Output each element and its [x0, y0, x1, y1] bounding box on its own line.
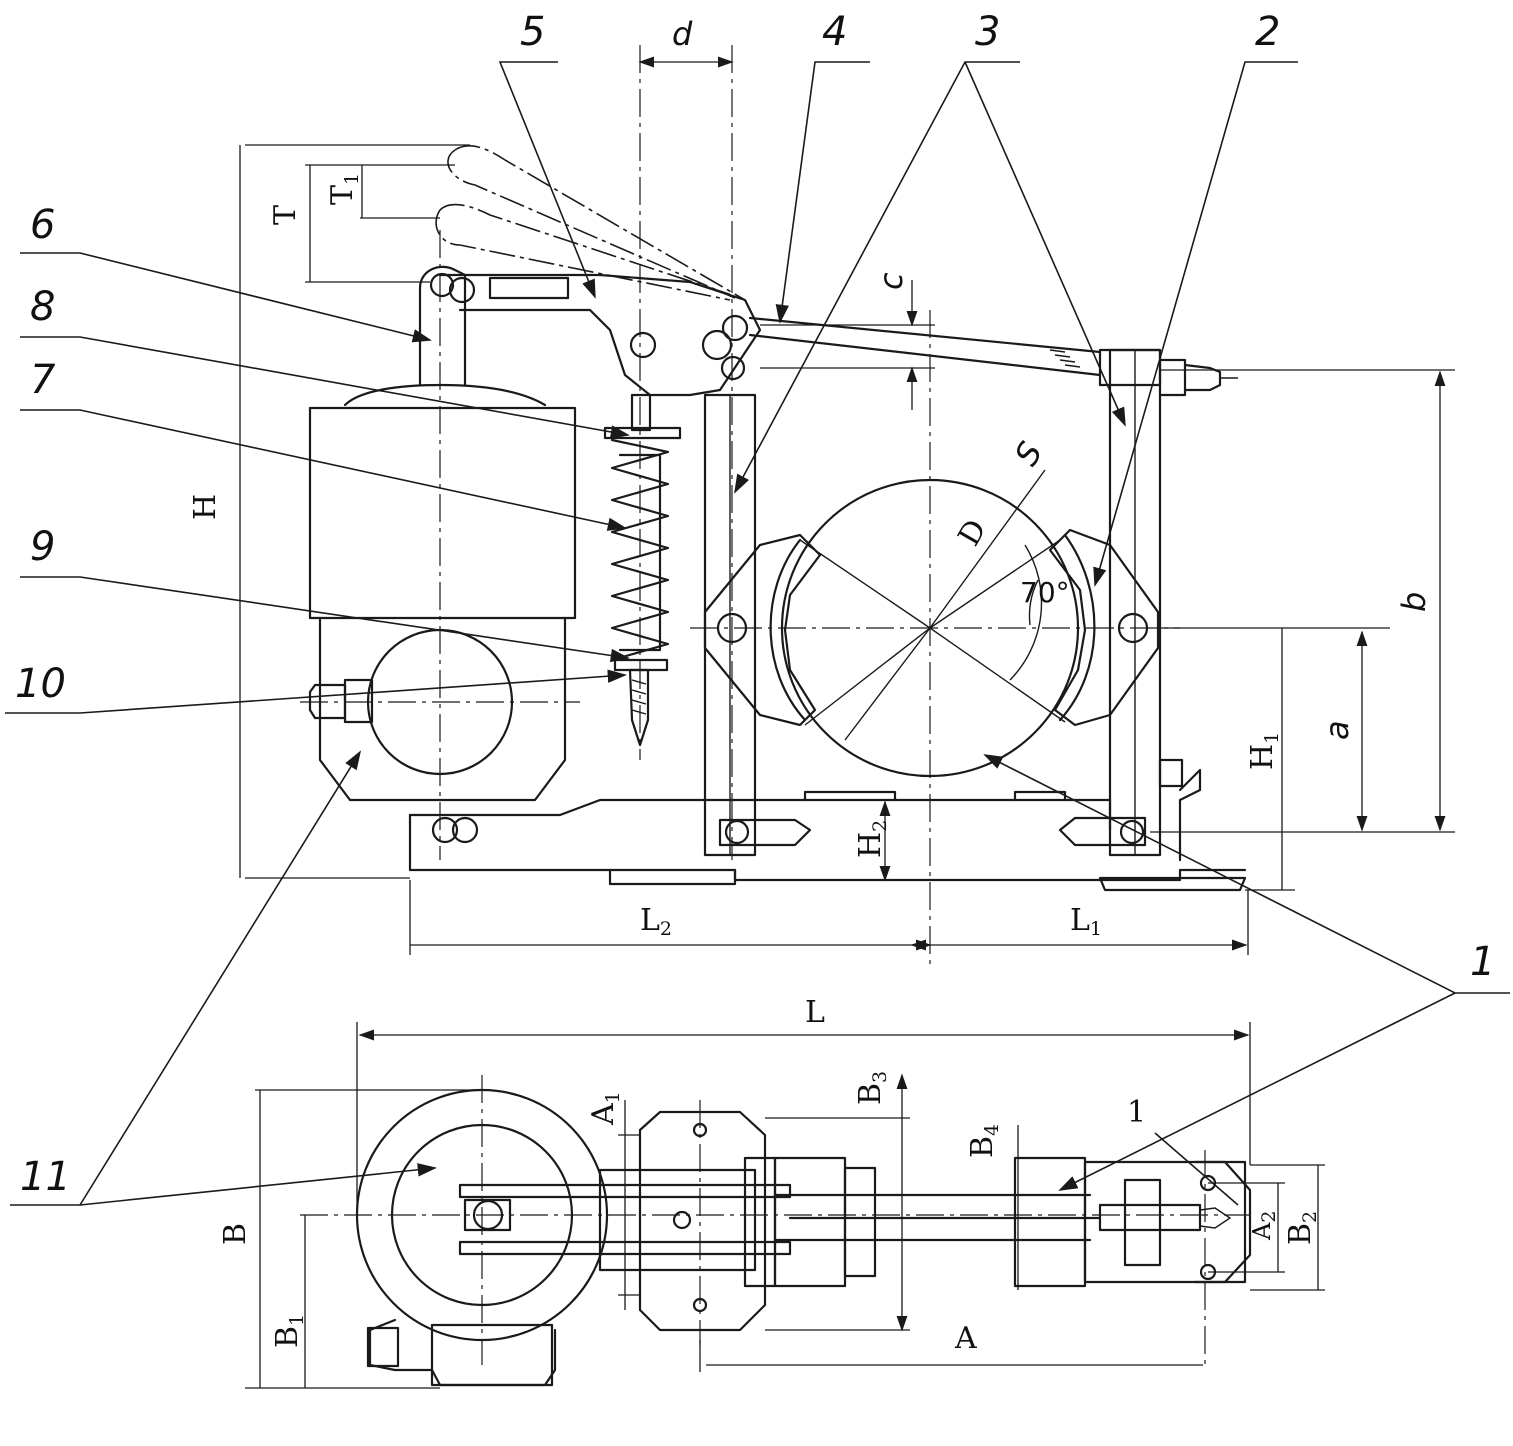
dim-L2-label: L2: [640, 903, 672, 940]
dimension-labels: d c T T1 H S D 70° b a H1 H2 L2 L1 L B B…: [188, 15, 1433, 1356]
callout-3: 3: [975, 9, 1000, 55]
leader-lines: [5, 61, 1510, 1206]
dim-a-label: a: [1318, 720, 1356, 740]
dim-H2: [875, 799, 910, 882]
callout-labels: 5 4 3 2 6 8 7 9 10 11 1 1: [15, 9, 1495, 1200]
thruster-rod: [418, 265, 476, 387]
dim-H-label: H: [188, 494, 223, 520]
callout-8: 8: [30, 284, 55, 330]
dim-A1-label: A1: [586, 1091, 624, 1126]
dim-B3-label: B3: [853, 1071, 891, 1105]
dim-d-label: d: [672, 15, 693, 53]
dim-L1-L2: [409, 880, 1249, 955]
top-center-lines: [300, 1075, 1250, 1370]
dim-B: [245, 1089, 482, 1389]
callout-2: 2: [1255, 9, 1280, 55]
base-hinge-left: [431, 816, 479, 844]
brake-arm-left: [703, 393, 812, 857]
dim-c-label: c: [872, 272, 910, 290]
base-frame: [408, 758, 1247, 892]
dim-A2-label: A2: [1248, 1211, 1280, 1241]
brake-shoe-left: [703, 533, 822, 727]
side-center-lines: [300, 45, 1180, 965]
dim-L-label: L: [805, 995, 825, 1030]
dim-A2-B2: [1208, 1164, 1325, 1291]
top-view: [245, 1022, 1325, 1389]
dim-H: [239, 144, 470, 879]
dim-B-label: B: [218, 1223, 253, 1245]
pull-rod: [748, 316, 1238, 397]
dim-T1-label: T1: [325, 173, 363, 205]
callout-6: 6: [30, 202, 55, 248]
main-lever: [438, 273, 762, 397]
dim-L: [356, 1022, 1251, 1215]
callout-5: 5: [520, 9, 545, 55]
side-view: [239, 45, 1455, 965]
callout-10: 10: [15, 661, 66, 707]
callout-1-small: 1: [1127, 1095, 1146, 1130]
dim-H1-label: H1: [1245, 732, 1283, 770]
callout-7: 7: [30, 357, 56, 403]
dim-L1-label: L1: [1070, 903, 1102, 940]
dim-B1-label: B1: [270, 1314, 308, 1348]
callout-1: 1: [1470, 939, 1495, 985]
angle-label: 70°: [1020, 576, 1070, 609]
dim-B2-label: B2: [1283, 1211, 1321, 1245]
dim-A: [699, 1340, 1203, 1372]
dim-A1: [618, 1100, 640, 1310]
callout-11: 11: [20, 1154, 71, 1200]
dim-right-vertical: [1150, 369, 1455, 891]
callout-9: 9: [30, 524, 55, 570]
dim-A-label: A: [954, 1321, 977, 1356]
right-arm-top: [1013, 1156, 1252, 1288]
thruster-body: [308, 383, 577, 802]
lever-phantom-positions: [435, 145, 746, 301]
dim-T-label: T: [268, 205, 303, 225]
dim-b-label: b: [1395, 592, 1433, 612]
dim-c: [760, 280, 935, 410]
dim-S-label: S: [1007, 435, 1050, 472]
lever-top: [458, 1110, 1102, 1332]
dim-B3: [765, 1073, 910, 1332]
dim-H2-label: H2: [853, 820, 891, 858]
callout-4: 4: [822, 9, 847, 55]
dim-D-label: D: [952, 514, 994, 552]
dim-B4-label: B4: [965, 1124, 1003, 1158]
compression-spring: [603, 393, 682, 747]
